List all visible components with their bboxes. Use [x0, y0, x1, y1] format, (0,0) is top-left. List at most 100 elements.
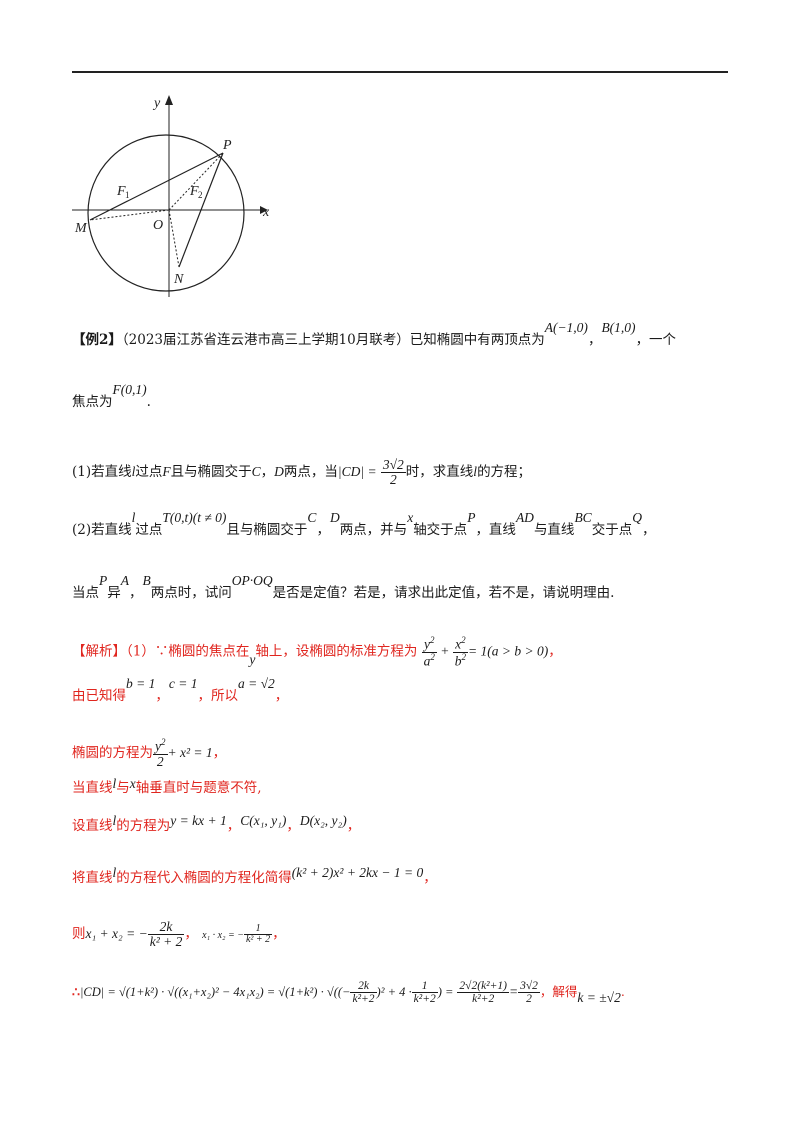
label-F2-sub: 2 [198, 190, 203, 200]
solution-line-4: 当直线l与x轴垂直时与题意不符, [72, 776, 262, 798]
q2-l2-mid: 异 [107, 585, 121, 601]
var-F: F [162, 464, 171, 480]
s3-pre: 椭圆的方程为 [72, 744, 153, 761]
top-rule [72, 71, 728, 73]
label-M: M [74, 221, 88, 236]
q2-mid1: 过点 [135, 522, 163, 538]
var-x: x [407, 510, 414, 525]
example-tail: ，一个 [635, 332, 677, 348]
var-B: B [142, 573, 151, 588]
label-F2: F [189, 184, 199, 199]
s5-end: ， [346, 818, 361, 834]
eq-c: c = 1 [168, 676, 198, 691]
period: . [146, 394, 151, 410]
eq-a: a = √2 [237, 676, 275, 691]
var-C: C [251, 464, 261, 480]
line-AD: AD [515, 510, 534, 525]
point-B: B(1,0) [601, 320, 636, 335]
s1-pre: 【解析】（1）∵椭圆的焦点在 [72, 643, 250, 660]
y-axis-arrow [165, 95, 173, 105]
var-D: D [274, 464, 284, 480]
label-F1-sub: 1 [125, 190, 130, 200]
label-P: P [222, 138, 232, 153]
var-Q: Q [632, 510, 642, 525]
frac-den: k²+2 [413, 993, 436, 1006]
segment-OP [168, 152, 224, 211]
q1-mid3: ， [260, 464, 275, 481]
q1-mid5: 时，求直线 [405, 464, 474, 481]
frac-num: 2k [350, 980, 377, 994]
var-P: P [467, 510, 476, 525]
eq-b: b = 1 [126, 676, 156, 691]
cd-derivation: |CD| = √(1+k²) · √((x₁+x₂)² − 4x₁x₂) = √… [79, 985, 351, 1000]
line-eq: y = kx + 1 [170, 813, 227, 828]
example-line-1: 【例2】（2023届江苏省连云港市高三上学期10月联考）已知椭圆中有两顶点为A(… [72, 320, 677, 350]
label-x: x [262, 205, 270, 220]
cd-length: |CD| = [337, 464, 377, 480]
q1-mid1: 过点 [135, 464, 163, 481]
s5-pre: 设直线 [72, 818, 113, 834]
cd-derivation-3: ) = [437, 985, 454, 1000]
label-y: y [152, 96, 161, 111]
frac-den: 2 [389, 472, 397, 488]
example-source: （2023届江苏省连云港市高三上学期10月联考）已知椭圆中有两顶点为 [121, 332, 545, 348]
frac-den: k² + 2 [149, 934, 183, 950]
s5-sep: ， [226, 818, 241, 834]
q2-end: ， [641, 522, 656, 538]
s2-sep: ， [155, 688, 169, 704]
segment-OM [89, 209, 170, 221]
q1-mid4: 两点，当 [283, 464, 338, 481]
point-C: C(x₁, y₁) [240, 813, 287, 828]
q1-end: 的方程； [477, 464, 532, 481]
q2-l2-mid3: 两点时，试问 [150, 585, 232, 601]
label-O: O [153, 218, 163, 233]
ellipse-curve [87, 134, 245, 292]
ellipse-figure: y x P M O N F 1 F 2 [72, 95, 270, 297]
s2-mid: ，所以 [197, 688, 238, 704]
question-2-line-1: (2)若直线l过点T(0,t)(t ≠ 0)且与椭圆交于C，D两点，并与x轴交于… [72, 510, 656, 540]
label-F1: F [116, 184, 126, 199]
solution-line-2: 由已知得b = 1，c = 1，所以a = √2， [72, 676, 288, 706]
frac-num: 2√2(k²+1) [457, 980, 509, 994]
segment-MP [89, 152, 224, 221]
s2-pre: 由已知得 [72, 688, 126, 704]
frac-den: k²+2 [352, 993, 375, 1006]
s1-mid: 轴上，设椭圆的标准方程为 [255, 643, 418, 660]
q2-mid6: ，直线 [475, 522, 516, 538]
var-y: y [249, 651, 256, 667]
q2-pre: (2)若直线 [72, 522, 132, 538]
var-A: A [120, 573, 129, 588]
frac-num: 1 [411, 980, 438, 994]
focus-text: 焦点为 [72, 394, 113, 410]
s1-eq: = 1(a > b > 0) [468, 643, 549, 659]
q1-pre: (1)若直线 [72, 464, 132, 481]
s4-mid2: 轴垂直时与题意不符, [135, 780, 262, 796]
q2-mid2: 且与椭圆交于 [226, 522, 308, 538]
q1-mid2: 且与椭圆交于 [170, 464, 252, 481]
solution-line-6: 将直线l的方程代入椭圆的方程化简得(k² + 2)x² + 2kx − 1 = … [72, 865, 437, 888]
point-T: T(0,t)(t ≠ 0) [162, 510, 227, 525]
cd-derivation-2: )² + 4 · [376, 985, 412, 1000]
s8-end: . [620, 984, 625, 1000]
solution-line-5: 设直线l的方程为y = kx + 1，C(x₁, y₁)，D(x₂, y₂)， [72, 813, 361, 836]
frac-result: 2√2(k²+1)k²+2 [457, 980, 509, 1005]
label-N: N [173, 272, 184, 287]
equals: = [508, 984, 519, 1000]
var-l: l [131, 464, 136, 480]
s5-mid: 的方程为 [116, 818, 171, 834]
frac-num: 3√2 [380, 457, 406, 474]
q2-l2-mid2: ， [129, 585, 143, 601]
question-2-line-2: 当点P异A，B两点时，试问OP·OQ是否是定值？若是，请求出此定值，若不是，请说… [72, 573, 614, 603]
var-C: C [307, 510, 317, 525]
s4-pre: 当直线 [72, 780, 113, 796]
sum-roots: x₁ + x₂ = − [85, 926, 148, 942]
q2-mid3: ， [316, 522, 330, 538]
